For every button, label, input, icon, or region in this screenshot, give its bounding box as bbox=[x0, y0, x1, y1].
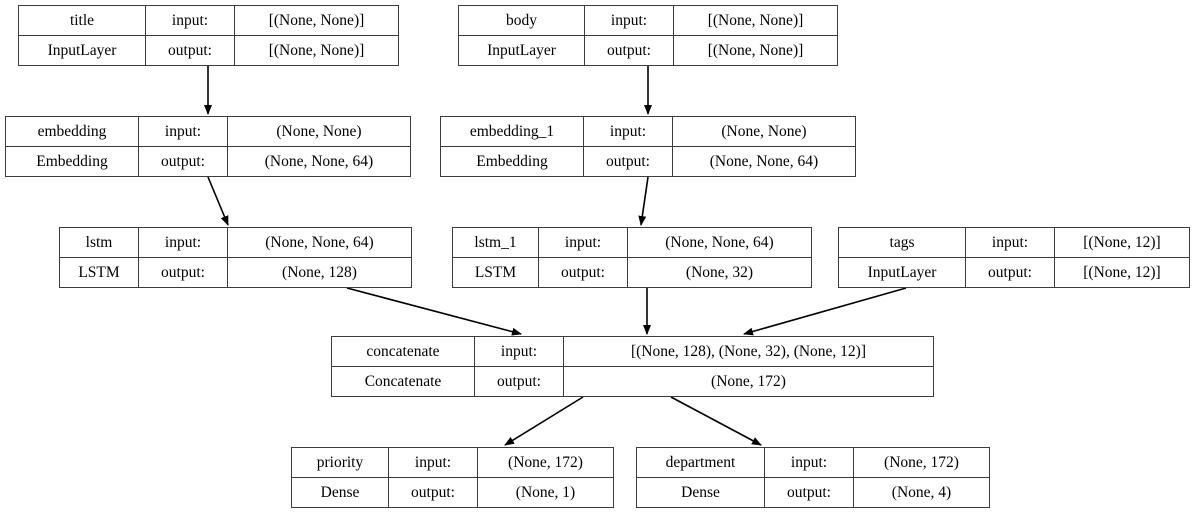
layer-node-lstm-output-caption: output: bbox=[139, 258, 228, 287]
layer-node-department-input-shape: (None, 172) bbox=[884, 453, 959, 471]
layer-node-lstm-class-label: LSTM bbox=[60, 258, 139, 287]
layer-node-tags-name-label: tags bbox=[839, 228, 966, 257]
layer-node-priority-class-label: Dense bbox=[292, 478, 389, 507]
layer-node-concatenate-output-caption: output: bbox=[475, 367, 564, 396]
layer-node-body-output-shape: [(None, None)] bbox=[707, 41, 804, 59]
layer-node-concatenate-input-caption: input: bbox=[475, 337, 564, 366]
layer-node-body-output-caption: output: bbox=[585, 36, 674, 65]
edge-concatenate-to-department bbox=[670, 396, 762, 446]
layer-node-priority-output-shape: (None, 1) bbox=[515, 483, 576, 501]
layer-node-embedding-name-label: embedding bbox=[6, 117, 139, 146]
layer-node-lstm_1-name-label: lstm_1 bbox=[453, 228, 539, 257]
layer-node-concatenate-input-shape: [(None, 128), (None, 32), (None, 12)] bbox=[630, 342, 866, 360]
layer-node-embedding-input-caption: input: bbox=[139, 117, 228, 146]
layer-node-title-input-caption: input: bbox=[146, 6, 235, 35]
layer-node-title-output-caption: output: bbox=[146, 36, 235, 65]
layer-node-lstm_1-output-shape: (None, 32) bbox=[685, 263, 754, 281]
layer-node-body-input-shape: [(None, None)] bbox=[707, 11, 804, 29]
edge-lstm-to-concatenate bbox=[346, 287, 522, 336]
layer-node-tags-class-label: InputLayer bbox=[839, 258, 966, 287]
layer-node-tags-input-shape: [(None, 12)] bbox=[1083, 233, 1161, 251]
layer-node-lstm_1-input-shape: (None, None, 64) bbox=[665, 233, 774, 251]
layer-node-embedding-output-caption: output: bbox=[139, 147, 228, 176]
edge-concatenate-to-priority bbox=[504, 396, 584, 446]
layer-node-priority-input-caption: input: bbox=[389, 448, 478, 477]
layer-node-embedding-input-shape: (None, None) bbox=[276, 122, 362, 140]
layer-node-priority-input-shape: (None, 172) bbox=[508, 453, 583, 471]
layer-node-title-name-label: title bbox=[19, 6, 146, 35]
layer-node-priority-output-caption: output: bbox=[389, 478, 478, 507]
layer-node-embedding-output-shape: (None, None, 64) bbox=[264, 152, 374, 170]
layer-node-embedding_1-output-shape: (None, None, 64) bbox=[709, 152, 819, 170]
layer-node-tags-input-caption: input: bbox=[966, 228, 1055, 257]
layer-node-department-name-label: department bbox=[637, 448, 765, 477]
layer-node-title-output-shape: [(None, None)] bbox=[268, 41, 365, 59]
layer-node-lstm-name-label: lstm bbox=[60, 228, 139, 257]
edge-embedding_1-to-lstm_1 bbox=[638, 176, 649, 226]
layer-node-body-input-caption: input: bbox=[585, 6, 674, 35]
layer-node-embedding_1-name-label: embedding_1 bbox=[441, 117, 584, 146]
layer-node-embedding_1-input-caption: input: bbox=[584, 117, 673, 146]
layer-node-lstm-input-caption: input: bbox=[139, 228, 228, 257]
layer-node-department-class-label: Dense bbox=[637, 478, 765, 507]
layer-node-concatenate-class-label: Concatenate bbox=[332, 367, 475, 396]
layer-node-lstm_1-class-label: LSTM bbox=[453, 258, 539, 287]
layer-node-embedding_1-output-caption: output: bbox=[584, 147, 673, 176]
layer-node-lstm-input-shape: (None, None, 64) bbox=[265, 233, 374, 251]
layer-node-lstm-output-shape: (None, 128) bbox=[282, 263, 357, 281]
edge-tags-to-concatenate bbox=[743, 287, 907, 336]
layer-node-lstm_1-output-caption: output: bbox=[539, 258, 628, 287]
layer-node-embedding_1-class-label: Embedding bbox=[441, 147, 584, 176]
layer-node-title-input-shape: [(None, None)] bbox=[268, 11, 365, 29]
layer-node-lstm_1-input-caption: input: bbox=[539, 228, 628, 257]
layer-node-body-name-label: body bbox=[459, 6, 585, 35]
layer-node-tags-output-caption: output: bbox=[966, 258, 1055, 287]
layer-node-embedding_1-input-shape: (None, None) bbox=[721, 122, 807, 140]
layer-node-department-input-caption: input: bbox=[765, 448, 854, 477]
layer-node-department-output-caption: output: bbox=[765, 478, 854, 507]
layer-node-priority-name-label: priority bbox=[292, 448, 389, 477]
layer-node-department-output-shape: (None, 4) bbox=[891, 483, 952, 501]
layer-node-concatenate-output-shape: (None, 172) bbox=[711, 372, 786, 390]
layer-node-concatenate-name-label: concatenate bbox=[332, 337, 475, 366]
layer-node-embedding-class-label: Embedding bbox=[6, 147, 139, 176]
edge-embedding-to-lstm bbox=[207, 176, 229, 226]
layer-node-title-class-label: InputLayer bbox=[19, 36, 146, 65]
layer-node-tags-output-shape: [(None, 12)] bbox=[1083, 263, 1161, 281]
layer-node-body-class-label: InputLayer bbox=[459, 36, 585, 65]
